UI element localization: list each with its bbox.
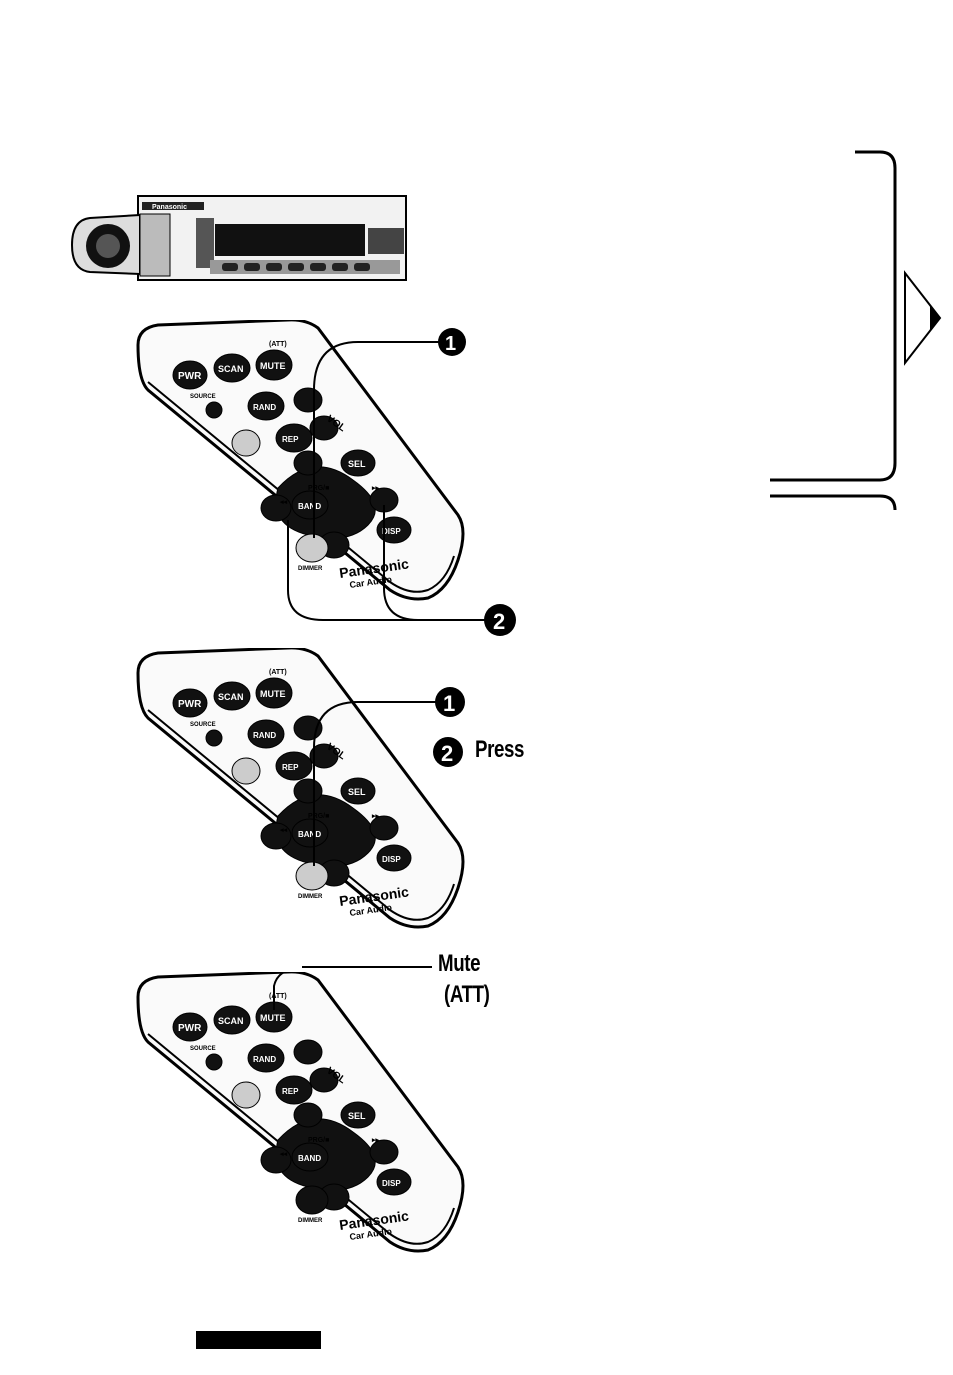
remote3-disp-label: DISP	[382, 1179, 401, 1188]
step-2-marker	[433, 737, 463, 767]
remote1-source-label: SOURCE	[190, 394, 216, 400]
remote1-rep-label: REP	[282, 435, 299, 444]
remote3-dimmer-label: DIMMER	[298, 1218, 323, 1224]
remote2-rep-label: REP	[282, 763, 299, 772]
remote1-band-label: BAND	[298, 502, 321, 511]
remote3-scan-label: SCAN	[218, 1016, 244, 1026]
remote1-rand-label: RAND	[253, 403, 276, 412]
step-1-marker	[435, 687, 465, 717]
next-arrow-icon	[904, 270, 942, 366]
remote-illustration-1: PWR SCAN MUTE RAND REP SEL BAND DISP (AT…	[128, 318, 528, 640]
remote1-dimmer-label: DIMMER	[298, 566, 323, 572]
step-1-number: 1	[443, 691, 455, 716]
head-unit-brand: Panasonic	[152, 204, 187, 211]
remote2-rand-label: RAND	[253, 731, 276, 740]
remote2-dimmer-label: DIMMER	[298, 894, 323, 900]
remote1-rew-label: ◂◂	[279, 499, 288, 506]
section-bracket	[770, 150, 942, 511]
step-2-marker	[484, 604, 516, 636]
remote3-band-label: BAND	[298, 1154, 321, 1163]
remote2-sel-label: SEL	[348, 787, 366, 797]
remote2-scan-label: SCAN	[218, 692, 244, 702]
mute-att-label: (ATT)	[444, 981, 490, 1008]
page-tab-bar	[196, 1331, 321, 1349]
remote3-source-label: SOURCE	[190, 1046, 216, 1052]
remote3-att-label: (ATT)	[269, 993, 287, 1000]
remote3-mute-label: MUTE	[260, 1013, 286, 1023]
remote3-ff-label: ▸▸	[371, 1137, 380, 1144]
remote2-mute-label: MUTE	[260, 689, 286, 699]
remote1-ff-label: ▸▸	[371, 485, 380, 492]
remote1-disp-label: DISP	[382, 527, 401, 536]
mute-label: Mute	[438, 950, 481, 977]
remote1-mute-label: MUTE	[260, 361, 286, 371]
remote3-rew-label: ◂◂	[279, 1151, 288, 1158]
step-2-number: 2	[493, 609, 505, 634]
remote3-rand-label: RAND	[253, 1055, 276, 1064]
remote2-rew-label: ◂◂	[279, 827, 288, 834]
head-unit-illustration: Panasonic	[70, 195, 407, 281]
remote3-rep-label: REP	[282, 1087, 299, 1096]
remote1-att-label: (ATT)	[269, 341, 287, 348]
remote3-pwr-label: PWR	[178, 1023, 202, 1034]
remote1-scan-label: SCAN	[218, 364, 244, 374]
remote2-prg-label: PRG/■	[308, 813, 329, 820]
remote-illustration-3: PWR SCAN MUTE RAND REP SEL BAND DISP (AT…	[128, 967, 528, 1262]
remote2-ff-label: ▸▸	[371, 813, 380, 820]
remote1-sel-label: SEL	[348, 459, 366, 469]
step-1-number: 1	[445, 333, 456, 355]
remote1-pwr-label: PWR	[178, 371, 202, 382]
remote2-pwr-label: PWR	[178, 699, 202, 710]
remote2-att-label: (ATT)	[269, 669, 287, 676]
step-1-marker	[438, 328, 466, 356]
remote3-prg-label: PRG/■	[308, 1137, 329, 1144]
press-label: Press	[475, 736, 525, 763]
remote2-disp-label: DISP	[382, 855, 401, 864]
remote1-prg-label: PRG/■	[308, 485, 329, 492]
remote2-source-label: SOURCE	[190, 722, 216, 728]
mute-callout-line	[302, 966, 432, 968]
step-2-number: 2	[441, 741, 453, 766]
remote3-sel-label: SEL	[348, 1111, 366, 1121]
remote-illustration-2: PWR SCAN MUTE RAND REP SEL BAND DISP (AT…	[128, 646, 528, 948]
remote2-band-label: BAND	[298, 830, 321, 839]
